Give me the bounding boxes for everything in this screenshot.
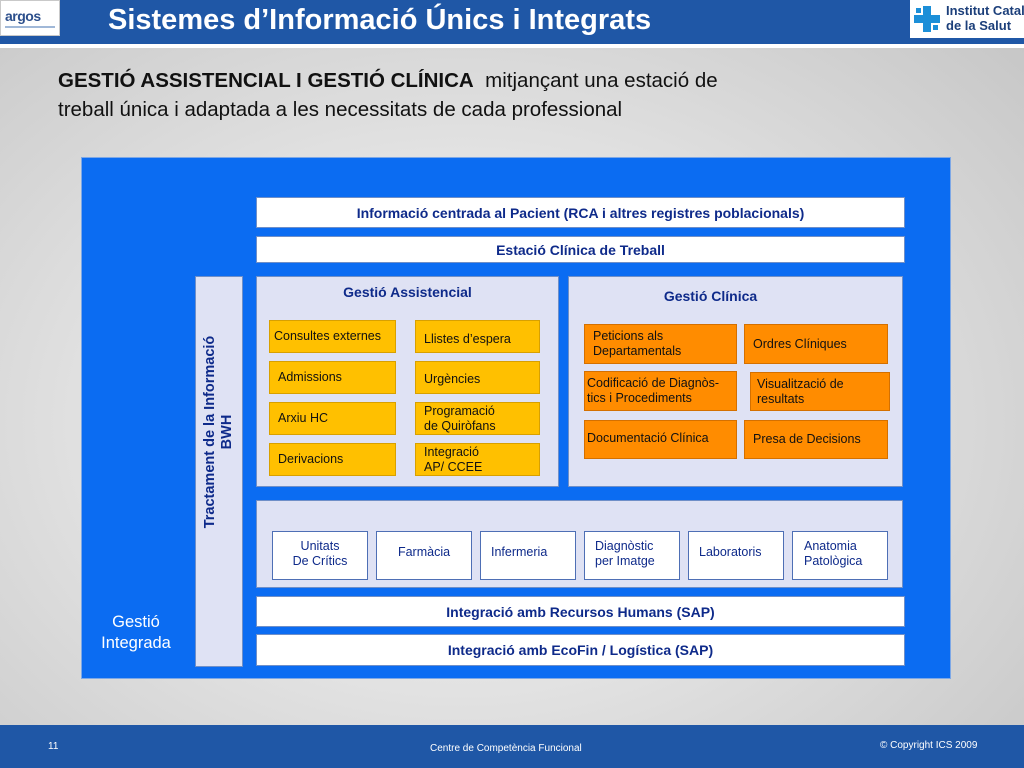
dept-farmacia-label: Farmàcia: [397, 545, 451, 559]
patient-info-bar: Informació centrada al Pacient (RCA i al…: [256, 197, 905, 228]
dept-anatomia-line1: Anatomia: [804, 539, 857, 553]
integracio-ap-line1: Integració: [424, 444, 479, 459]
bwh-vertical-label: Tractament de la Informació BWH: [202, 336, 236, 529]
dept-farmacia: Farmàcia: [376, 531, 472, 580]
peticions-line1: Peticions als: [593, 329, 664, 343]
integracio-ap-line2: AP/ CCEE: [424, 459, 483, 474]
visualitzacio-resultats-box: Visualització de resultats: [750, 372, 890, 411]
gestio-integrada-line1: Gestió: [112, 613, 160, 631]
ics-logo-line2: de la Salut: [946, 18, 1012, 33]
admissions-box: Admissions: [269, 361, 396, 394]
dept-unitats-critics: Unitats De Crítics: [272, 531, 368, 580]
ordres-cliniques-box: Ordres Clíniques: [744, 324, 888, 364]
dept-infermeria-label: Infermeria: [491, 545, 548, 559]
dept-laboratoris-label: Laboratoris: [699, 545, 762, 559]
dept-diagnostic-line2: per Imatge: [595, 554, 655, 568]
llistes-espera-label: Llistes d’espera: [424, 332, 511, 346]
dept-anatomia-line2: Patològica: [804, 554, 863, 568]
dept-infermeria: Infermeria: [480, 531, 576, 580]
ecofin-integration-bar: Integració amb EcoFin / Logística (SAP): [256, 634, 905, 666]
dept-diagnostic-imatge: Diagnòstic per Imatge: [584, 531, 680, 580]
documentacio-clinica-box: Documentació Clínica: [584, 420, 737, 459]
presa-decisions-box: Presa de Decisions: [744, 420, 888, 459]
bwh-label-line1: Tractament de la Informació: [202, 335, 218, 529]
ics-logo: Institut Català de la Salut: [910, 0, 1024, 38]
dept-diagnostic-line1: Diagnòstic: [595, 539, 654, 553]
gestio-integrada-label: Gestió Integrada: [84, 612, 188, 654]
footer-copyright: © Copyright ICS 2009: [880, 740, 978, 751]
codificacio-diagnostics-box: Codificació de Diagnòs- tics i Procedime…: [584, 371, 737, 411]
urgencies-label: Urgències: [424, 372, 481, 386]
llistes-espera-box: Llistes d’espera: [415, 320, 540, 353]
programacio-quirofans-box: Programació de Quiròfans: [415, 402, 540, 435]
consultes-externes-box: Consultes externes: [269, 320, 396, 353]
subtitle-line1: GESTIÓ ASSISTENCIAL I GESTIÓ CLÍNICA mit…: [58, 66, 958, 95]
gestio-clinica-title: Gestió Clínica: [663, 288, 758, 304]
title-bar: [0, 0, 1024, 44]
peticions-line2: Departamentals: [593, 344, 682, 358]
argos-logo: argos: [0, 0, 60, 36]
peticions-departamentals-box: Peticions als Departamentals: [584, 324, 737, 364]
gestio-integrada-line2: Integrada: [101, 634, 171, 652]
arxiu-hc-box: Arxiu HC: [269, 402, 396, 435]
argos-logo-text: argos: [5, 8, 41, 24]
codificacio-line2: tics i Procediments: [587, 391, 692, 405]
presa-decisions-label: Presa de Decisions: [753, 432, 861, 446]
footer-center-text: Centre de Competència Funcional: [430, 743, 582, 754]
dept-laboratoris: Laboratoris: [688, 531, 784, 580]
dept-anatomia-patologica: Anatomia Patològica: [792, 531, 888, 580]
page-title: Sistemes d’Informació Únics i Integrats: [108, 4, 652, 36]
subtitle-bold: GESTIÓ ASSISTENCIAL I GESTIÓ CLÍNICA: [58, 69, 474, 92]
footer-bar: [0, 725, 1024, 768]
urgencies-box: Urgències: [415, 361, 540, 394]
dept-unitats-line1: Unitats: [300, 539, 340, 553]
argos-logo-underline: [5, 26, 55, 28]
ics-logo-text: Institut Català de la Salut: [946, 3, 1024, 33]
subtitle-line2: treball única i adaptada a les necessita…: [58, 98, 623, 121]
title-bar-divider: [0, 44, 1024, 48]
documentacio-label: Documentació Clínica: [587, 431, 709, 445]
rrhh-integration-bar: Integració amb Recursos Humans (SAP): [256, 596, 905, 627]
visualitzacio-line1: Visualització de: [757, 376, 844, 391]
programacio-line1: Programació: [424, 403, 495, 418]
bwh-label-line2: BWH: [219, 414, 235, 450]
gestio-assistencial-title: Gestió Assistencial: [343, 284, 472, 300]
visualitzacio-line2: resultats: [757, 391, 805, 406]
page-number: 11: [48, 741, 59, 752]
programacio-line2: de Quiròfans: [424, 418, 496, 433]
dept-unitats-line2: De Crítics: [292, 554, 348, 568]
codificacio-line1: Codificació de Diagnòs-: [587, 376, 720, 390]
clinical-station-bar: Estació Clínica de Treball: [256, 236, 905, 263]
ics-logo-line1: Institut Català: [946, 3, 1024, 18]
ordres-label: Ordres Clíniques: [753, 336, 847, 351]
subtitle-line1-rest: mitjançant una estació de: [485, 69, 718, 92]
subtitle: GESTIÓ ASSISTENCIAL I GESTIÓ CLÍNICA mit…: [58, 66, 958, 124]
ics-cross-icon: [914, 6, 940, 32]
bwh-side-panel: [195, 276, 243, 667]
derivacions-box: Derivacions: [269, 443, 396, 476]
integracio-ap-ccee-box: Integració AP/ CCEE: [415, 443, 540, 476]
